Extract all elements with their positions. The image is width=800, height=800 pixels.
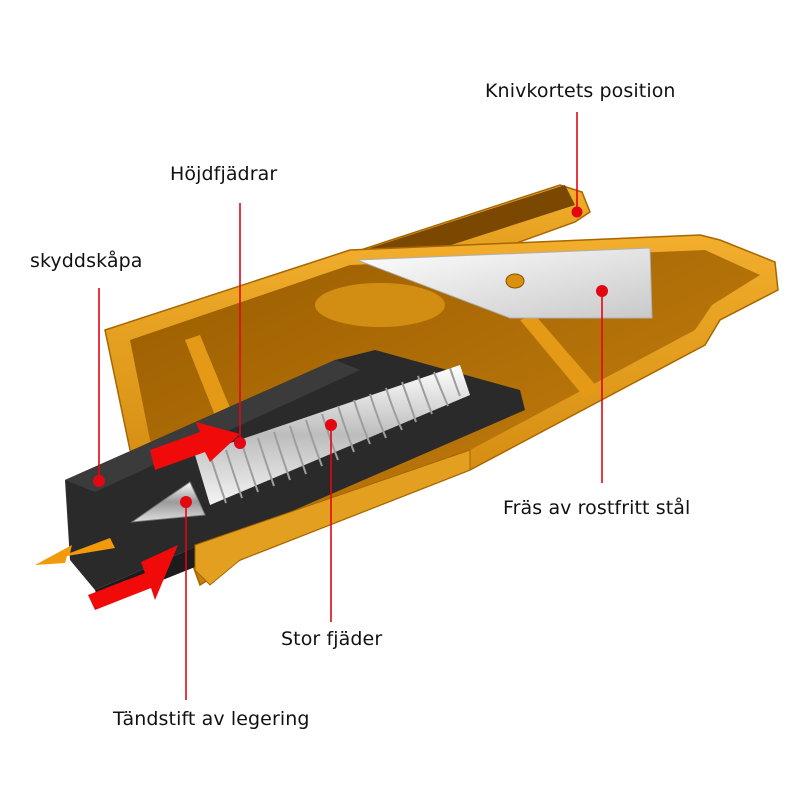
- label-height-springs: Höjdfjädrar: [170, 163, 278, 185]
- direction-arrows: [35, 422, 240, 610]
- arrow-red-upper: [150, 422, 240, 470]
- arrow-red-lower: [88, 545, 178, 610]
- label-knife-card-position: Knivkortets position: [485, 80, 676, 102]
- label-large-spring: Stor fjäder: [281, 628, 383, 650]
- label-protective-cover: skyddskåpa: [30, 250, 143, 272]
- large-spring: [195, 365, 470, 505]
- label-alloy-ignition-pin: Tändstift av legering: [113, 708, 310, 730]
- callouts: [93, 112, 608, 700]
- housing-front-wall: [194, 449, 471, 586]
- stainless-blade: [356, 247, 653, 319]
- arrow-orange: [35, 538, 115, 565]
- label-stainless-cutter: Fräs av rostfritt stål: [503, 497, 691, 519]
